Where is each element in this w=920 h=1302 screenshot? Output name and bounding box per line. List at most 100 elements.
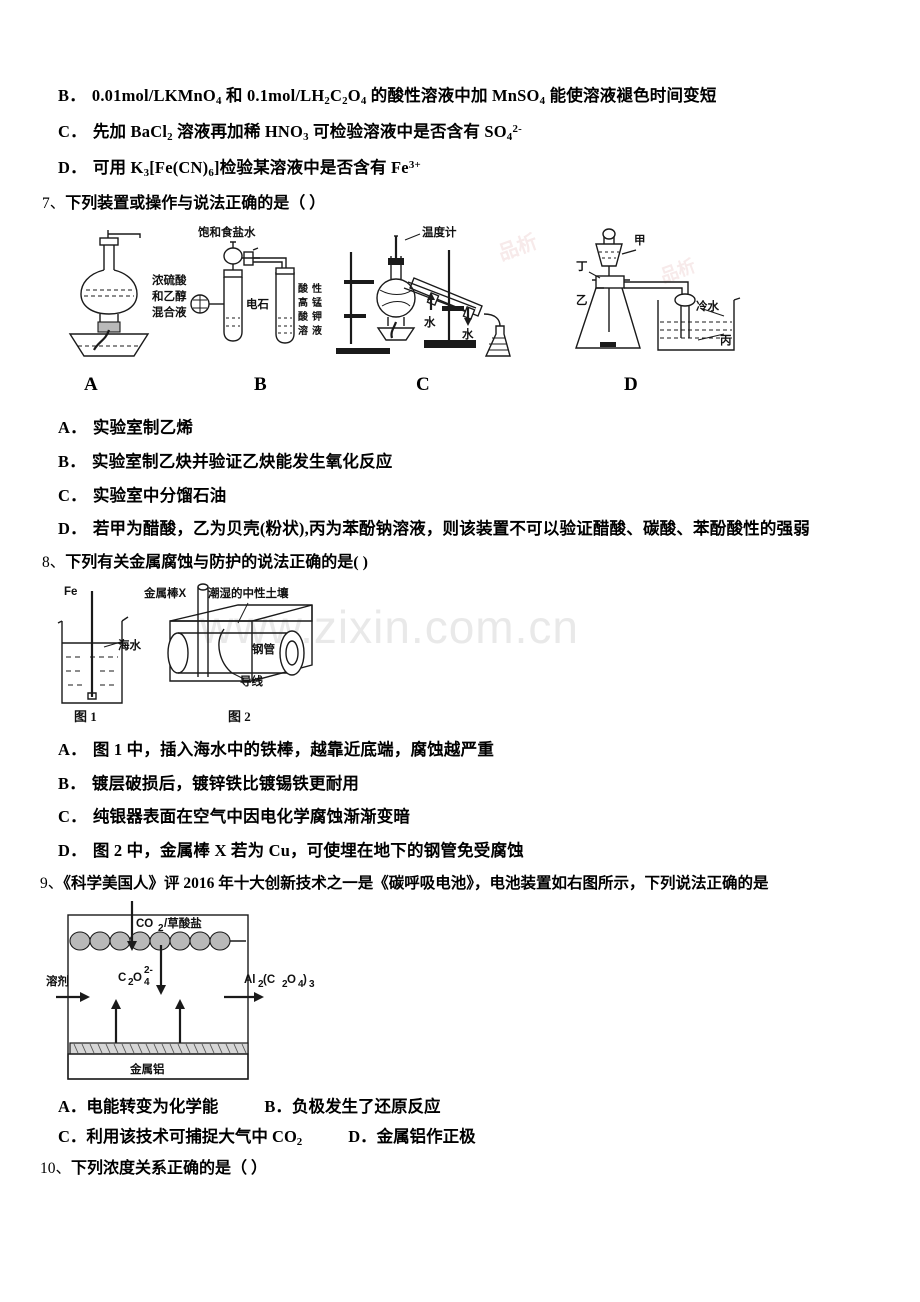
- question-8-stem: 8、下列有关金属腐蚀与防护的说法正确的是( ): [0, 553, 920, 573]
- svg-text:温度计: 温度计: [422, 225, 457, 239]
- option-label: B．: [58, 451, 86, 471]
- figure-caption-d: D: [624, 373, 638, 395]
- option-line: B．镀层破损后，镀锌铁比镀锡铁更耐用: [0, 774, 920, 794]
- question-number: 10、: [40, 1160, 72, 1178]
- svg-text:O: O: [133, 972, 142, 984]
- option-text: 利用该技术可捕捉大气中 CO2: [86, 1127, 303, 1149]
- option-line: C．实验室中分馏石油: [0, 486, 920, 506]
- option-text: 纯银器表面在空气中因电化学腐蚀渐渐变暗: [92, 807, 411, 827]
- svg-text:2-: 2-: [144, 965, 153, 976]
- svg-text:2: 2: [128, 977, 134, 988]
- metal-al-label: 金属铝: [129, 1062, 165, 1076]
- q7-apparatus-figures: 浓硫酸 和乙醇 混合液 饱和食盐水: [0, 222, 920, 372]
- svg-text:潮湿的中性土壤: 潮湿的中性土壤: [208, 586, 289, 600]
- svg-text:丙: 丙: [720, 334, 732, 347]
- option-label: D．: [58, 841, 87, 861]
- svg-text:Fe: Fe: [64, 586, 77, 598]
- svg-text:O: O: [287, 974, 296, 986]
- figure-1-beaker: Fe 海水 图 1: [57, 586, 141, 724]
- svg-text:冷水: 冷水: [696, 299, 719, 313]
- option-label: C．: [58, 122, 87, 142]
- option-text: 先加 BaCl2 溶液再加稀 HNO3 可检验溶液中是否含有 SO42-: [92, 122, 522, 144]
- svg-text:水: 水: [424, 315, 436, 329]
- option-label: D．: [58, 519, 87, 539]
- svg-text:和乙醇: 和乙醇: [152, 289, 187, 303]
- svg-text:甲: 甲: [634, 234, 646, 247]
- option-label: C．: [58, 807, 87, 827]
- svg-text:电石: 电石: [246, 297, 269, 311]
- option-line: B．实验室制乙炔并验证乙炔能发生氧化反应: [0, 452, 920, 472]
- svg-text:4: 4: [144, 977, 150, 988]
- product-label: Al: [244, 974, 256, 986]
- svg-text:2: 2: [158, 923, 164, 934]
- option-line: C．纯银器表面在空气中因电化学腐蚀渐渐变暗: [0, 807, 920, 827]
- option-label: C．: [58, 485, 87, 505]
- svg-text:饱和食盐水: 饱和食盐水: [198, 225, 256, 239]
- option-text: 可用 K3[Fe(CN)6]检验某溶液中是否含有 Fe3+: [92, 158, 421, 180]
- svg-text:4: 4: [298, 979, 304, 990]
- option-text: 图 2 中，金属棒 X 若为 Cu，可使埋在地下的钢管免受腐蚀: [92, 841, 524, 861]
- svg-text:酸: 酸: [298, 310, 309, 323]
- option-label: A．: [58, 417, 87, 437]
- option-text: 实验室中分馏石油: [92, 485, 227, 505]
- apparatus-b-acetylene: 饱和食盐水: [190, 225, 322, 344]
- figure-2-buried-pipe: 金属棒X 潮湿的中性土壤: [143, 583, 313, 724]
- svg-text:丁: 丁: [576, 260, 588, 273]
- svg-text:金属棒X: 金属棒X: [143, 586, 186, 600]
- q9-battery-figure: CO 2 /草酸盐 C 2 O 4 2- 溶剂 Al 2 (C: [0, 901, 920, 1091]
- option-line: D．可用 K3[Fe(CN)6]检验某溶液中是否含有 Fe3+: [0, 158, 920, 180]
- question-number: 7、: [42, 195, 66, 213]
- figure-caption-a: A: [84, 373, 98, 395]
- question-7-stem: 7、下列装置或操作与说法正确的是（ ）: [0, 194, 920, 214]
- option-label: B．: [58, 773, 86, 793]
- option-text: 图 1 中，插入海水中的铁棒，越靠近底端，腐蚀越严重: [92, 739, 495, 759]
- option-text: 0.01mol/LKMnO4 和 0.1mol/LH2C2O4 的酸性溶液中加 …: [91, 86, 717, 108]
- svg-text:酸: 酸: [298, 282, 309, 295]
- svg-text:海水: 海水: [118, 638, 141, 652]
- svg-text:3: 3: [309, 979, 315, 990]
- question-text: 下列浓度关系正确的是（ ）: [71, 1160, 268, 1178]
- question-text: 下列有关金属腐蚀与防护的说法正确的是( ): [65, 554, 368, 572]
- option-label: A．: [58, 1097, 87, 1117]
- question-text: 下列装置或操作与说法正确的是（ ）: [65, 195, 326, 213]
- question-10-stem: 10、下列浓度关系正确的是（ ）: [0, 1159, 920, 1179]
- svg-text:): ): [303, 974, 307, 986]
- co2-oxalate-label: CO: [136, 918, 153, 930]
- figure-1-caption: 图 1: [74, 709, 97, 724]
- svg-text:性: 性: [311, 282, 322, 295]
- svg-text:锰: 锰: [312, 296, 322, 309]
- svg-text:C: C: [118, 972, 126, 984]
- option-text: 若甲为醋酸，乙为贝壳(粉状),丙为苯酚钠溶液，则该装置不可以验证醋酸、碳酸、苯酚…: [92, 519, 810, 539]
- solvent-label: 溶剂: [46, 974, 69, 988]
- svg-text:(C: (C: [263, 974, 275, 986]
- option-text: 负极发生了还原反应: [291, 1097, 441, 1117]
- option-line: D．若甲为醋酸，乙为贝壳(粉状),丙为苯酚钠溶液，则该装置不可以验证醋酸、碳酸、…: [0, 519, 920, 539]
- question-number: 9、: [40, 874, 64, 892]
- figure-caption-b: B: [254, 373, 267, 395]
- option-text: 实验室制乙炔并验证乙炔能发生氧化反应: [91, 451, 393, 471]
- option-line: C．先加 BaCl2 溶液再加稀 HNO3 可检验溶液中是否含有 SO42-: [0, 122, 920, 144]
- svg-text:/草酸盐: /草酸盐: [164, 916, 202, 930]
- option-label: C．: [58, 1127, 87, 1147]
- q8-corrosion-figures: Fe 海水 图 1: [0, 581, 920, 726]
- svg-text:浓硫酸: 浓硫酸: [152, 273, 187, 287]
- option-label: B．: [264, 1097, 292, 1117]
- option-label: A．: [58, 739, 87, 759]
- q7-figure-captions: A B C D: [0, 374, 920, 400]
- option-text: 镀层破损后，镀锌铁比镀锡铁更耐用: [91, 773, 360, 793]
- option-text: 实验室制乙烯: [92, 417, 194, 437]
- svg-text:高: 高: [298, 296, 308, 309]
- svg-text:液: 液: [312, 324, 322, 337]
- figure-2-caption: 图 2: [228, 709, 251, 724]
- question-text: 《科学美国人》评 2016 年十大创新技术之一是《碳呼吸电池》，电池装置如右图所…: [63, 874, 769, 892]
- svg-text:2: 2: [282, 979, 288, 990]
- svg-text:钢管: 钢管: [252, 642, 275, 656]
- option-label: D．: [58, 158, 87, 178]
- svg-text:水: 水: [462, 327, 474, 341]
- question-number: 8、: [42, 554, 66, 572]
- svg-text:钾: 钾: [312, 310, 322, 323]
- option-line: A．实验室制乙烯: [0, 418, 920, 438]
- svg-text:2: 2: [258, 979, 264, 990]
